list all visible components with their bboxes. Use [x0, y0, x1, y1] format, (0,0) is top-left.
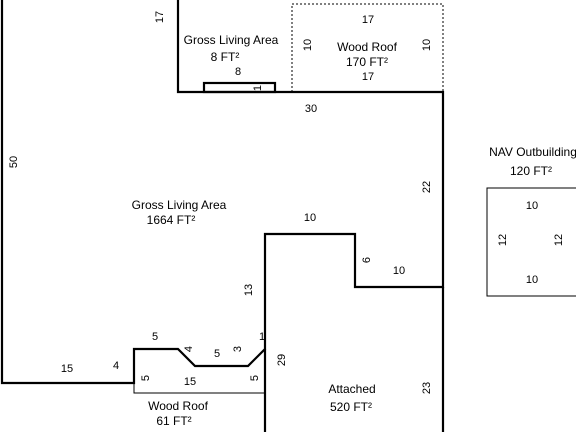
dim-left-50: 50 — [8, 156, 20, 168]
gla-main-name: Gross Living Area — [132, 198, 227, 212]
lower-wood-roof-outline — [133, 383, 265, 394]
outbuilding-size: 120 FT² — [510, 164, 552, 178]
wood-roof-lower-name: Wood Roof — [148, 399, 208, 413]
dim-out-top-10: 10 — [526, 200, 538, 212]
dim-bottom-15: 15 — [61, 363, 73, 375]
dim-wr-top-17: 17 — [362, 14, 374, 26]
dim-notch-bottom-10: 10 — [393, 265, 405, 277]
dim-notch-top-10: 10 — [304, 212, 316, 224]
dim-diag-left-4: 4 — [183, 346, 195, 352]
wood-roof-upper-name: Wood Roof — [337, 40, 397, 54]
dim-notch-side-6: 6 — [361, 257, 373, 263]
dim-wr-right-10: 10 — [421, 39, 433, 51]
dim-left-17: 17 — [154, 11, 166, 23]
dim-wrl-right-5: 5 — [249, 375, 261, 381]
dim-top-30: 30 — [305, 103, 317, 115]
dim-wr-bottom-17: 17 — [362, 71, 374, 83]
dim-diag-right-3: 3 — [232, 346, 244, 352]
dim-small-top-8: 8 — [235, 66, 241, 78]
dim-bump-4: 4 — [113, 360, 119, 372]
dim-out-right-12: 12 — [553, 234, 565, 246]
dim-step-1: 1 — [259, 331, 265, 343]
upper-wood-roof-outline — [291, 3, 444, 92]
outbuilding-outline — [486, 187, 576, 297]
wood-roof-upper-size: 170 FT² — [346, 55, 388, 69]
dim-wrl-left-5: 5 — [140, 375, 152, 381]
dim-wrl-bottom-15: 15 — [184, 376, 196, 388]
dim-small-right-1: 1 — [252, 85, 264, 91]
dim-out-left-12: 12 — [497, 234, 509, 246]
dim-wr-left-10: 10 — [302, 39, 314, 51]
dim-right-23: 23 — [421, 382, 433, 394]
gla-upper-size: 8 FT² — [211, 50, 240, 64]
dim-inner-13: 13 — [243, 284, 255, 296]
dim-bump-5: 5 — [152, 331, 158, 343]
wood-roof-lower-size: 61 FT² — [156, 414, 191, 428]
dim-inner-29: 29 — [276, 354, 288, 366]
gla-main-size: 1664 FT² — [147, 213, 196, 227]
attached-name: Attached — [328, 382, 375, 396]
dim-bump-bottom-5: 5 — [214, 348, 220, 360]
attached-size: 520 FT² — [330, 400, 372, 414]
dim-out-bottom-10: 10 — [526, 274, 538, 286]
dim-right-22: 22 — [421, 181, 433, 193]
small-gla-box — [202, 81, 277, 94]
outbuilding-name: NAV Outbuilding — [489, 145, 576, 159]
gla-upper-name: Gross Living Area — [184, 33, 279, 47]
